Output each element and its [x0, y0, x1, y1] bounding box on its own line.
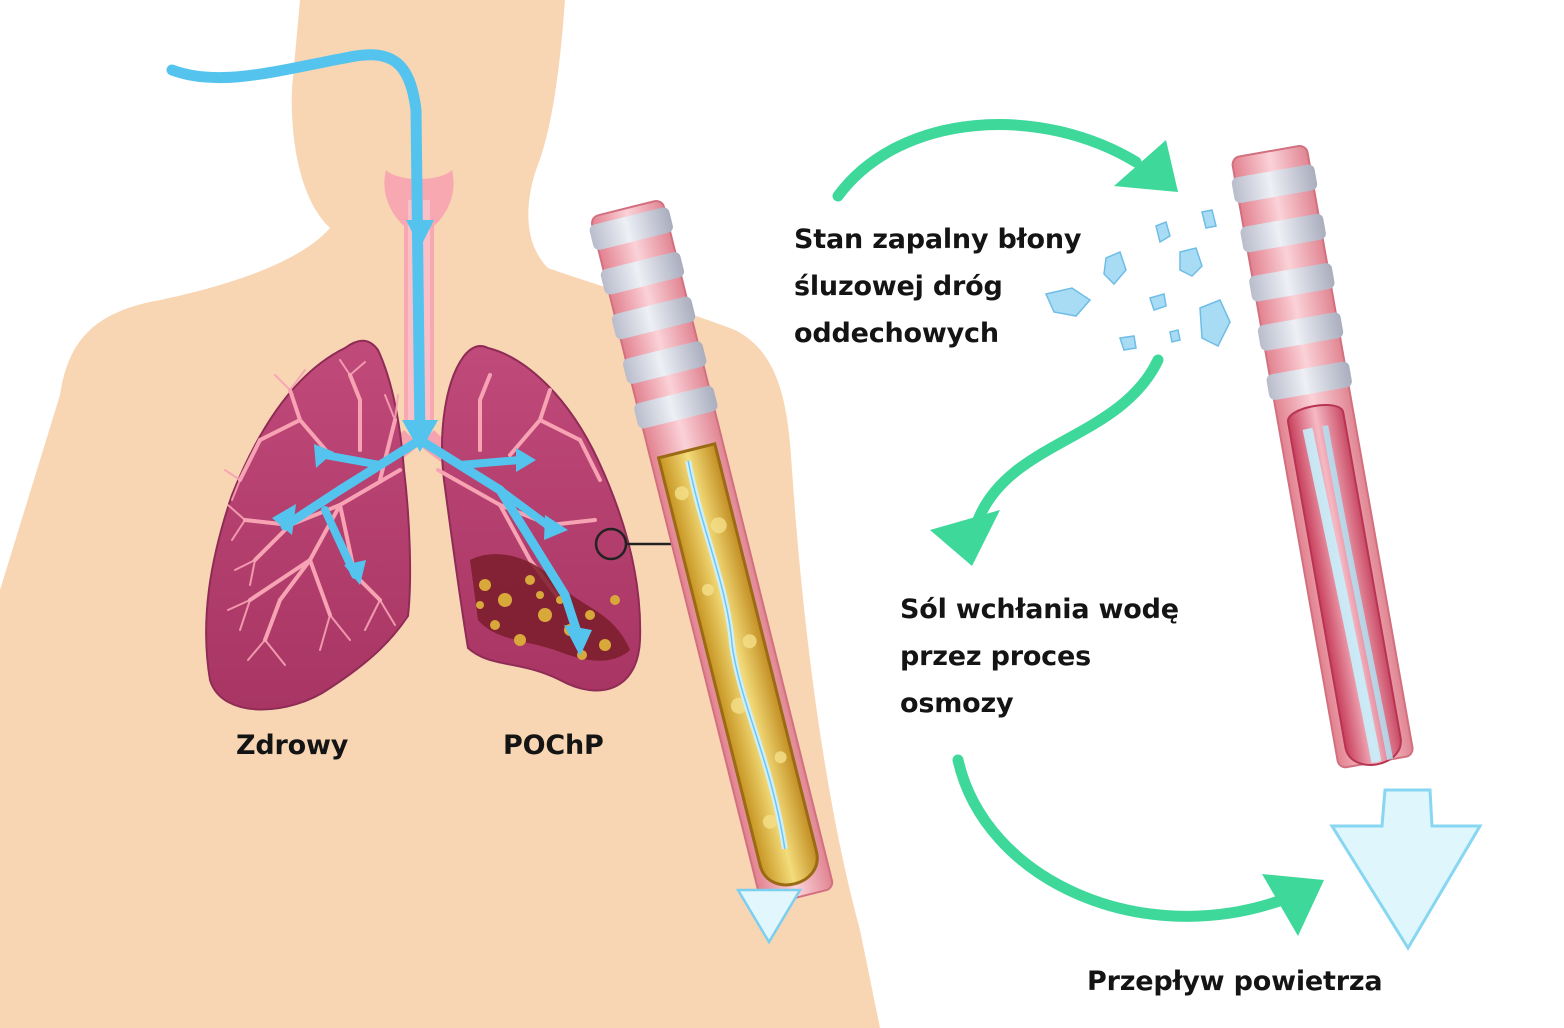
curved-arrow-icon [832, 119, 1288, 922]
copd-airway-section [589, 200, 834, 945]
salt-crystals-icon [1044, 209, 1231, 351]
cycle-arrow-bottom [952, 754, 1288, 922]
step-inflammation-line-1: Stan zapalny błony [794, 224, 1082, 255]
cycle-arrow-middle [972, 354, 1164, 526]
treated-airway [1231, 144, 1483, 951]
treated-airflow-arrow [1329, 788, 1483, 951]
step-inflammation-line-2: śluzowej dróg [794, 271, 1003, 302]
body-airflow-heads [272, 220, 592, 656]
torso-silhouette [0, 0, 880, 1028]
cycle-arrow-heads [930, 140, 1324, 936]
copd-airflow-arrow [735, 888, 803, 945]
label-copd: POChP [503, 730, 604, 761]
step-osmosis-line-3: osmozy [900, 688, 1014, 719]
step-inflammation-line-3: oddechowych [794, 318, 999, 349]
step-airflow: Przepływ powietrza [1087, 966, 1383, 997]
label-healthy: Zdrowy [236, 730, 349, 761]
step-inflammation: Stan zapalny błony śluzowej dróg oddecho… [794, 216, 1081, 357]
step-osmosis-line-2: przez proces [900, 641, 1091, 672]
body-airflow [166, 49, 583, 640]
step-osmosis-line-1: Sól wchłania wodę [900, 594, 1179, 625]
cycle-arrow-top [832, 119, 1142, 202]
step-osmosis: Sól wchłania wodę przez proces osmozy [900, 586, 1179, 727]
